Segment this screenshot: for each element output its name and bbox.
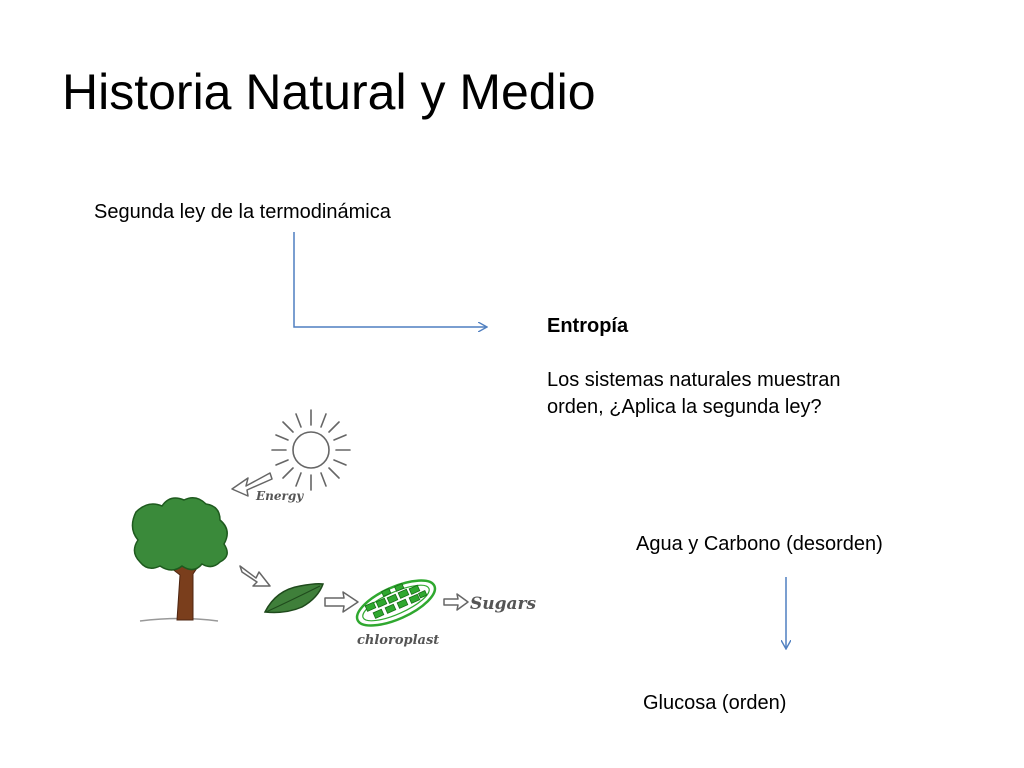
chloroplast-label: chloroplast: [357, 633, 439, 648]
slide-title: Historia Natural y Medio: [62, 64, 596, 120]
law-label: Segunda ley de la termodinámica: [94, 201, 391, 223]
photosynthesis-illustration: Energy: [131, 409, 536, 648]
glucose-label: Glucosa (orden): [643, 692, 787, 714]
entropy-heading: Entropía: [547, 315, 629, 337]
tree-to-leaf-arrow-icon: [239, 565, 271, 587]
elbow-arrow: [293, 232, 486, 327]
entropy-block: Entropía Los sistemas naturales muestran…: [547, 313, 847, 421]
energy-label: Energy: [255, 489, 304, 503]
sugars-label: Sugars: [470, 594, 536, 614]
chloroplast-icon: [355, 579, 437, 627]
sun-icon: [271, 409, 351, 491]
to-sugars-arrow-icon: [443, 593, 469, 611]
tree-icon: [131, 497, 228, 622]
entropy-body: Los sistemas naturales muestran orden, ¿…: [547, 369, 841, 418]
water-carbon-label: Agua y Carbono (desorden): [636, 533, 883, 555]
leaf-to-chloroplast-arrow-icon: [324, 591, 359, 613]
energy-arrow-icon: [231, 472, 273, 497]
leaf-icon: [263, 583, 325, 614]
